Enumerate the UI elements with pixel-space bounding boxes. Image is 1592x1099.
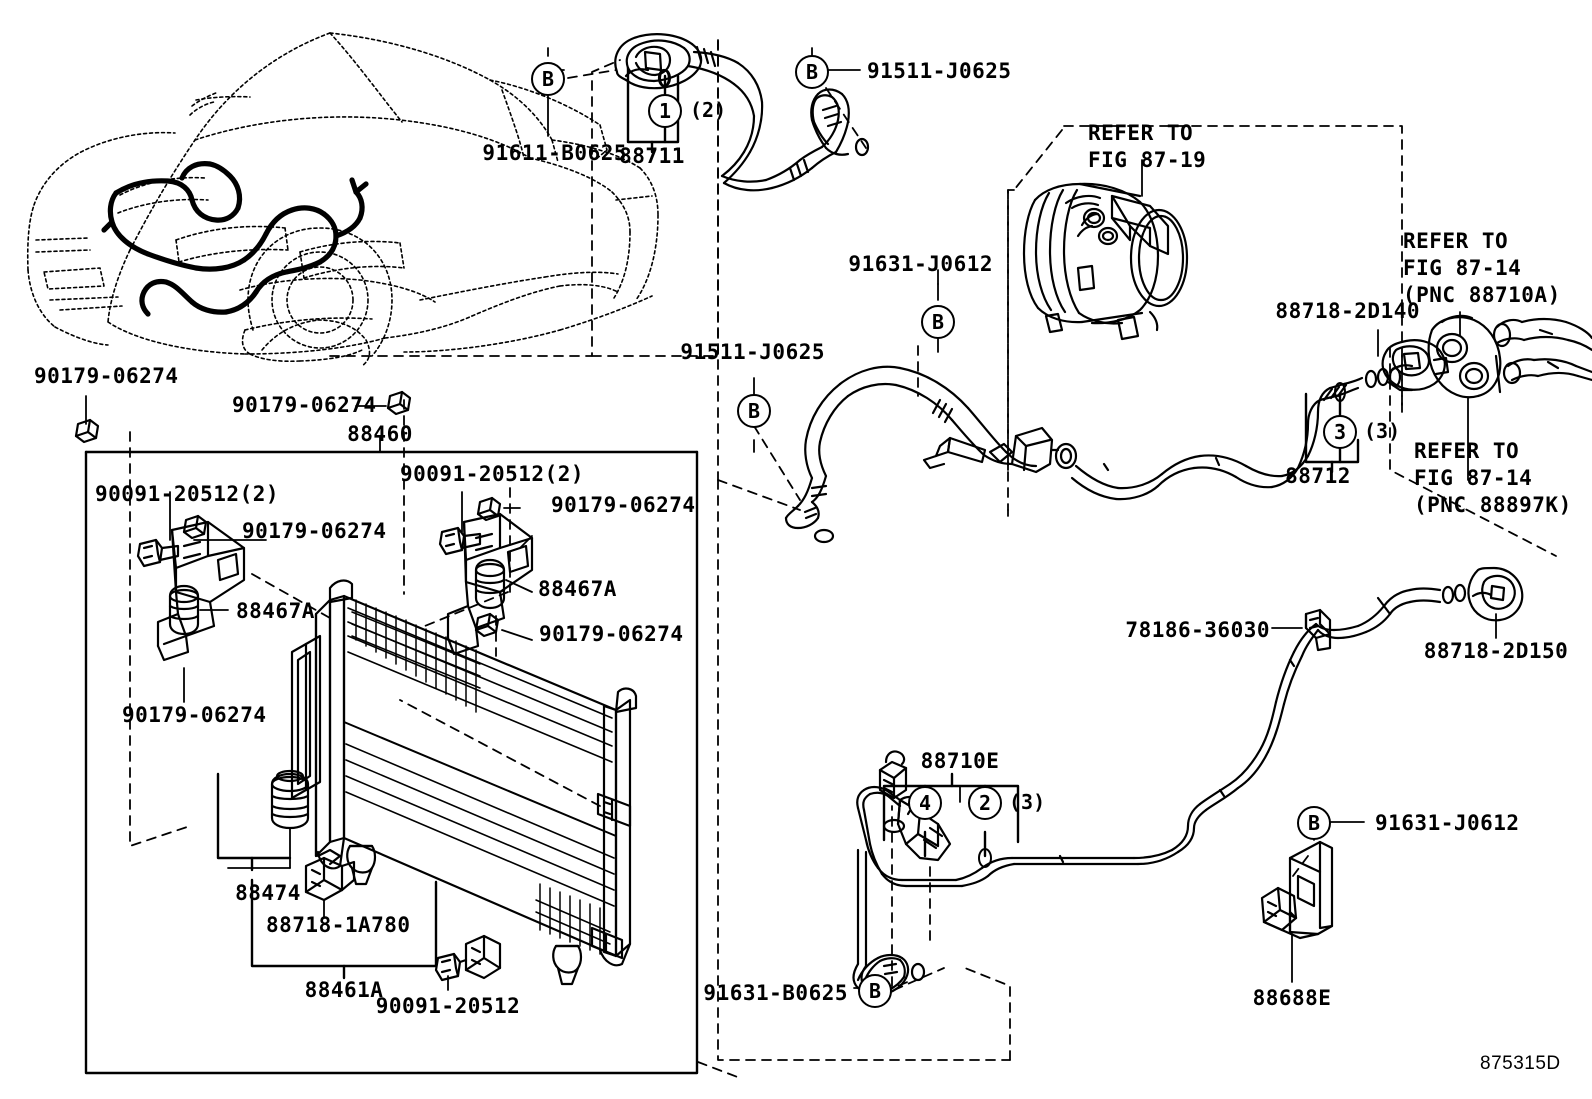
label-78186-36030: 78186-36030 bbox=[1125, 618, 1270, 642]
balloon-1-88711: 1 bbox=[648, 94, 682, 128]
balloon-stems bbox=[547, 47, 1315, 991]
balloon-b-91511-top: B bbox=[795, 55, 829, 89]
solid-leaders bbox=[85, 69, 1497, 991]
label-91631-b0625: 91631-B0625 bbox=[703, 981, 848, 1005]
label-91631-j0612-mid: 91631-J0612 bbox=[848, 252, 993, 276]
mount-plate-88710a bbox=[1427, 314, 1592, 399]
balloon-b-91611: B bbox=[531, 62, 565, 96]
label-90179-06274-d: 90179-06274 bbox=[551, 493, 696, 517]
label-91511-j0625-top: 91511-J0625 bbox=[867, 59, 1012, 83]
label-90091-20512-2-right: 90091-20512(2) bbox=[400, 462, 585, 486]
compressor bbox=[1022, 182, 1189, 341]
qty-88711: (2) bbox=[690, 98, 727, 122]
balloon-b-91631-b0625: B bbox=[858, 974, 892, 1008]
condenser-core bbox=[270, 579, 638, 986]
condenser-brackets bbox=[74, 390, 534, 982]
balloon-b-91631-j0612-low: B bbox=[1297, 806, 1331, 840]
label-88712: 88712 bbox=[1285, 464, 1351, 488]
label-88718-1a780: 88718-1A780 bbox=[266, 913, 411, 937]
label-90091-20512: 90091-20512 bbox=[375, 994, 521, 1018]
label-90179-06274-b: 90179-06274 bbox=[232, 393, 377, 417]
label-90179-06274-a: 90179-06274 bbox=[34, 364, 179, 388]
bracket-88688e bbox=[1260, 840, 1334, 940]
label-88467a-left: 88467A bbox=[236, 599, 315, 623]
vehicle-hose-routing bbox=[101, 161, 369, 317]
label-91511-j0625-mid: 91511-J0625 bbox=[680, 340, 825, 364]
label-88688e: 88688E bbox=[1252, 986, 1332, 1010]
label-88460: 88460 bbox=[347, 422, 413, 446]
label-88710e: 88710E bbox=[920, 749, 1000, 773]
label-90091-20512-2-left: 90091-20512(2) bbox=[95, 482, 280, 506]
label-91611-b0625: 91611-B0625 bbox=[482, 141, 627, 165]
label-88711: 88711 bbox=[619, 144, 685, 168]
balloon-b-91511-mid: B bbox=[737, 394, 771, 428]
label-88461a: 88461A bbox=[304, 978, 384, 1002]
balloon-b-91631-mid: B bbox=[921, 305, 955, 339]
label-88474: 88474 bbox=[235, 881, 301, 905]
label-88467a-right: 88467A bbox=[538, 577, 617, 601]
label-90179-06274-e: 90179-06274 bbox=[539, 622, 684, 646]
balloon-2-88710e: 2 bbox=[968, 786, 1002, 820]
pipe-88710e-liquid bbox=[852, 566, 1524, 996]
valve-88718-2d140 bbox=[1381, 339, 1450, 392]
label-90179-06274-c: 90179-06274 bbox=[242, 519, 387, 543]
label-90179-06274-f: 90179-06274 bbox=[122, 703, 267, 727]
oring-markers bbox=[659, 69, 1346, 868]
hose-88704-suction bbox=[784, 365, 1078, 544]
bracket-groupings bbox=[84, 66, 1360, 1075]
label-88718-2d140: 88718-2D140 bbox=[1275, 299, 1420, 323]
label-refer-fig-87-19: REFER TO FIG 87-19 bbox=[1088, 121, 1207, 172]
qty-88712: (3) bbox=[1364, 419, 1401, 443]
dashed-leaders bbox=[129, 39, 1557, 1079]
label-refer-fig-87-14-88897k: REFER TO FIG 87-14 (PNC 88897K) bbox=[1414, 439, 1572, 517]
label-91631-j0612-low: 91631-J0612 bbox=[1375, 811, 1520, 835]
figure-code: 875315D bbox=[1480, 1053, 1561, 1074]
label-88718-2d150: 88718-2D150 bbox=[1423, 639, 1569, 663]
balloon-3-88712: 3 bbox=[1323, 415, 1357, 449]
balloon-4-88710e: 4 bbox=[908, 786, 942, 820]
qty-88710e: (3) bbox=[1009, 790, 1046, 814]
label-refer-fig-87-14-88710a: REFER TO FIG 87-14 (PNC 88710A) bbox=[1403, 229, 1561, 307]
